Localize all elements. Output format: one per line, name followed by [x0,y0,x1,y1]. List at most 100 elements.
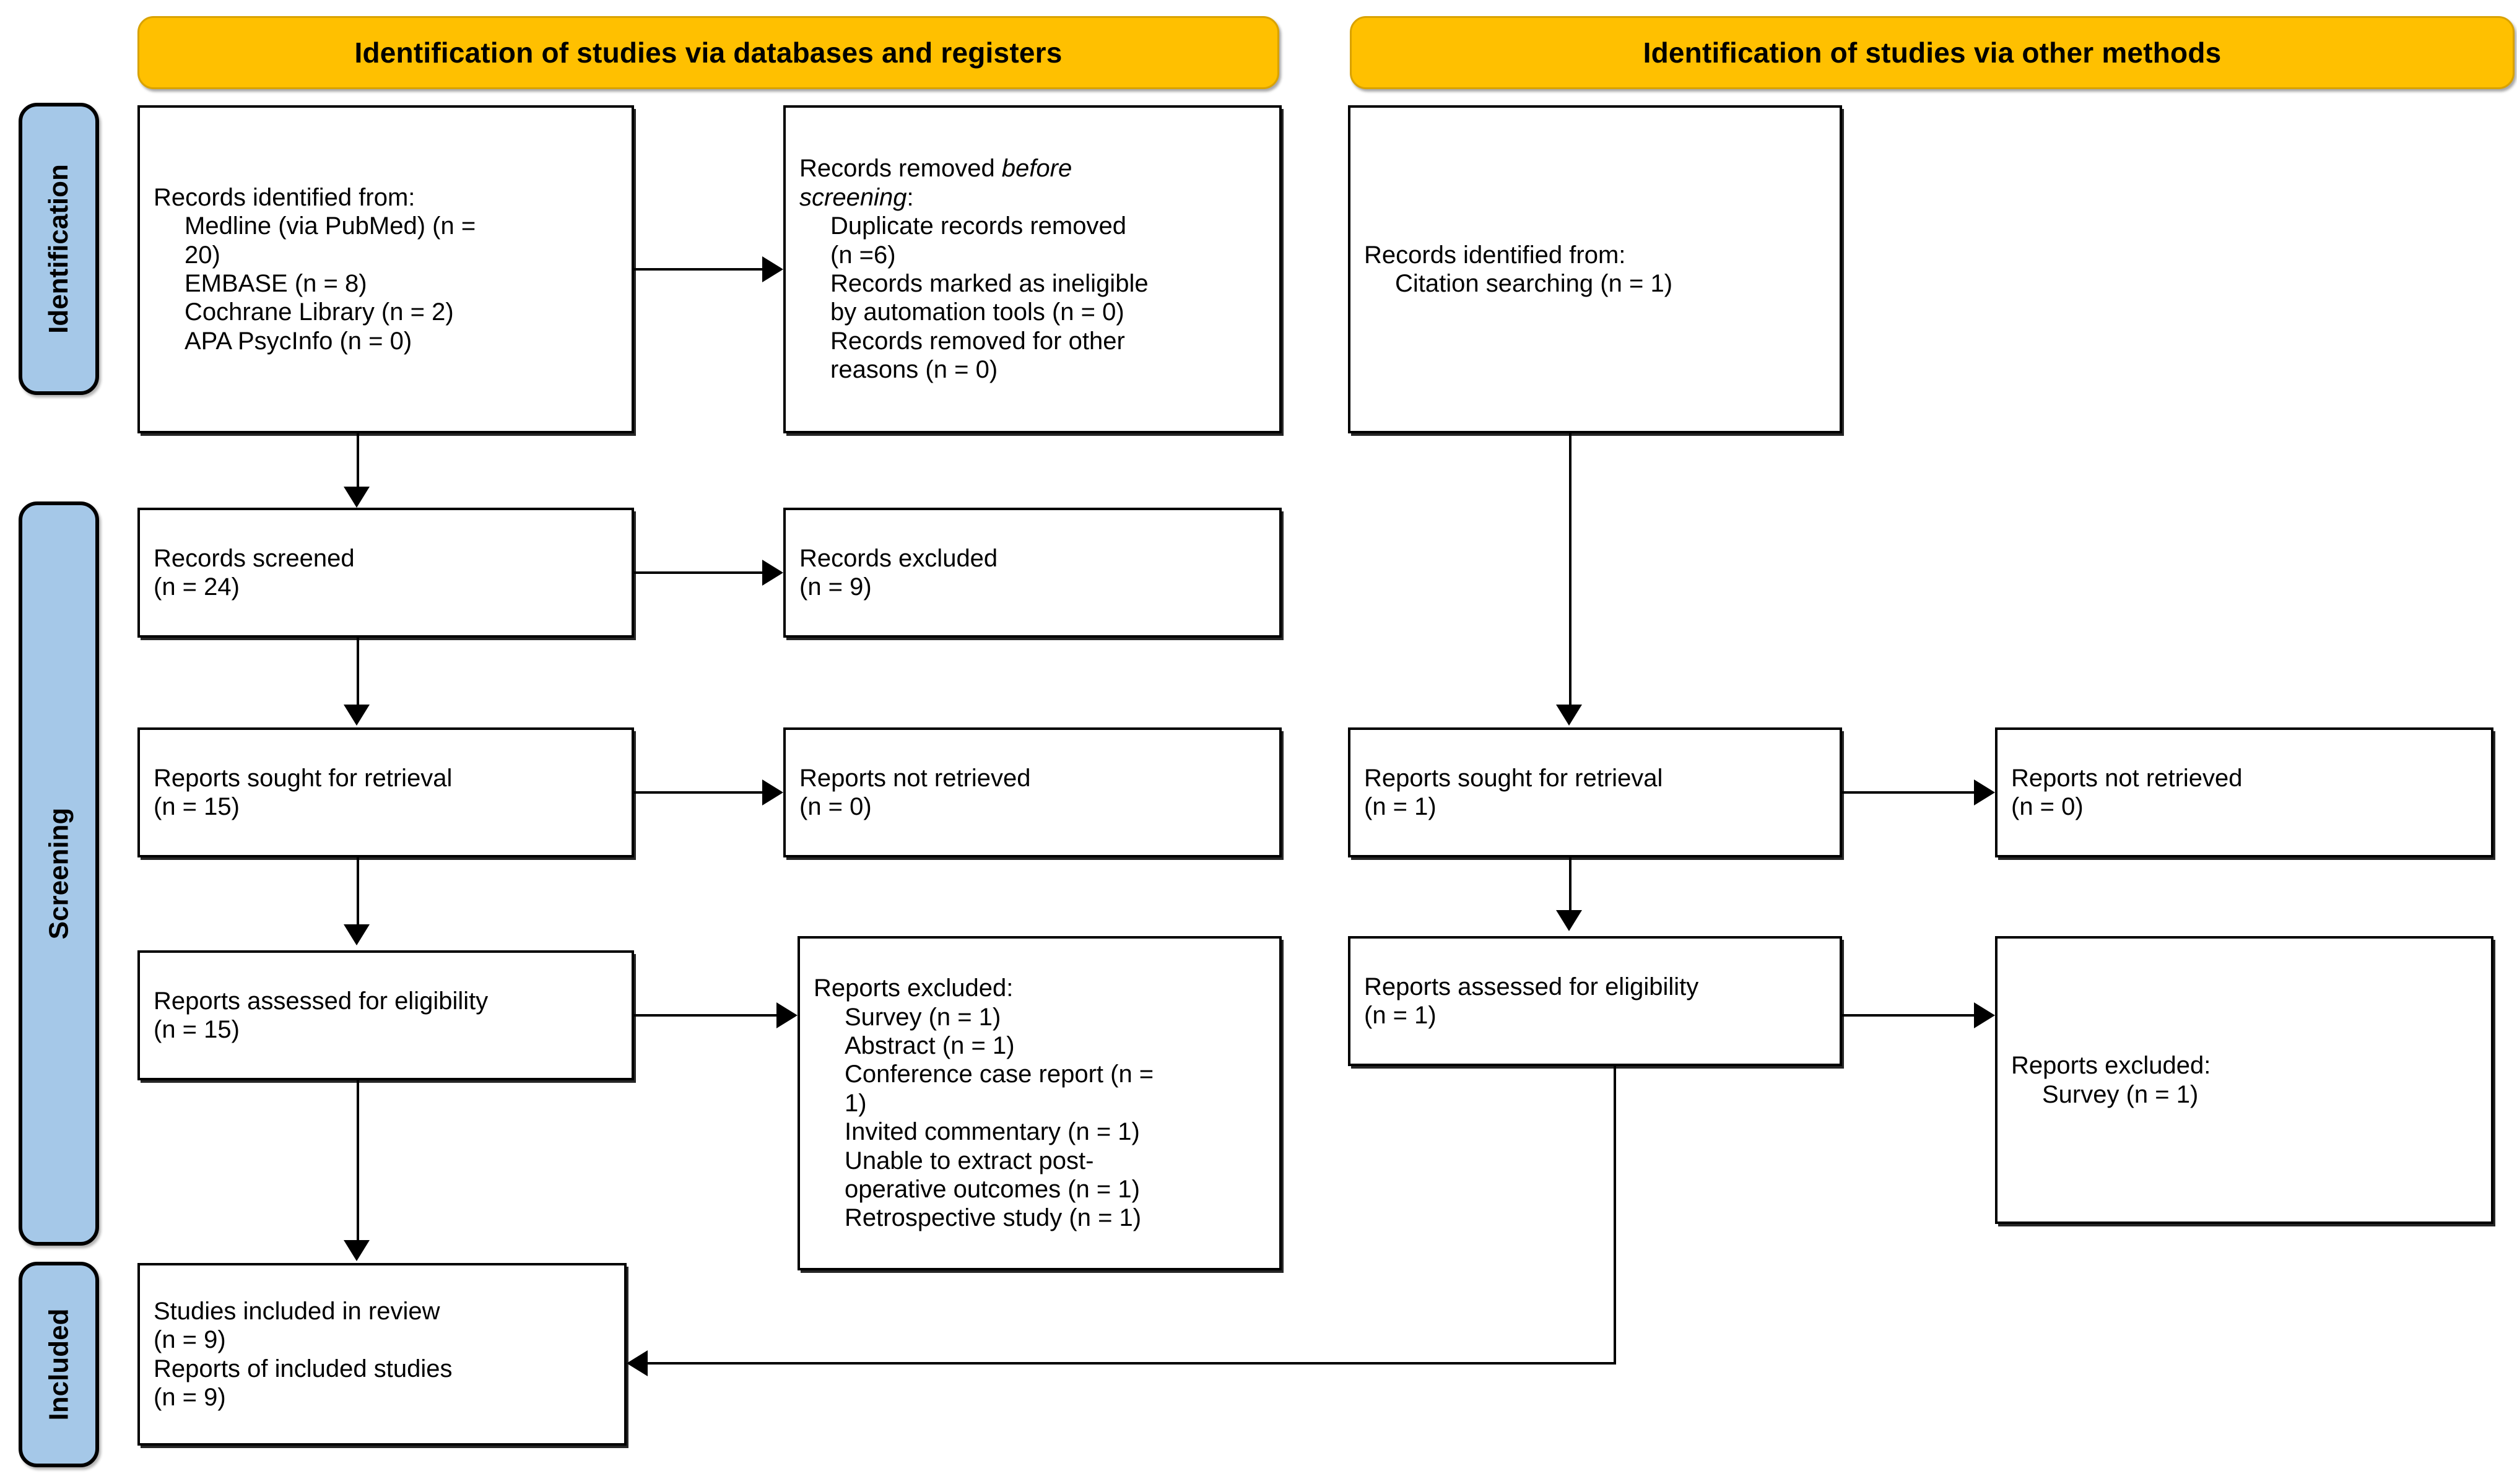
stage-label-included-text: Included [43,1308,74,1421]
connector-other-assessed-to-included-horizontal [648,1362,1616,1365]
connector-other-assessed-to-excluded [1842,1014,1974,1017]
reports-not-retrieved-label: Reports not retrieved [799,764,1031,792]
header-databases-registers-label: Identification of studies via databases … [354,37,1063,69]
reports-assessed-count: (n = 15) [154,1016,240,1043]
reports-excluded-abstract: Abstract (n = 1) [845,1032,1015,1060]
records-removed-duplicates-n: (n =6) [830,241,896,269]
box-reports-assessed-databases: Reports assessed for eligibility (n = 15… [137,950,634,1080]
records-identified-other-citation: Citation searching (n = 1) [1395,270,1673,297]
connector-sought-to-not-retrieved [634,791,762,794]
records-removed-title-c: screening [799,183,907,211]
arrowhead-sought-to-assessed [344,924,370,945]
records-screened-label: Records screened [154,544,355,572]
box-reports-not-retrieved-databases: Reports not retrieved (n = 0) [783,727,1282,857]
header-other-methods: Identification of studies via other meth… [1350,16,2515,89]
reports-not-retrieved-other-count: (n = 0) [2011,793,2084,820]
box-records-screened: Records screened (n = 24) [137,508,634,638]
stage-label-identification: Identification [19,103,99,395]
box-reports-sought-other: Reports sought for retrieval (n = 1) [1348,727,1842,857]
studies-included-label: Studies included in review [154,1297,440,1325]
reports-excluded-retrospective: Retrospective study (n = 1) [845,1204,1142,1232]
records-identified-title: Records identified from: [154,183,415,211]
reports-excluded-conference: Conference case report (n = [845,1061,1154,1088]
box-studies-included: Studies included in review (n = 9) Repor… [137,1263,627,1446]
box-reports-assessed-other: Reports assessed for eligibility (n = 1) [1348,936,1842,1066]
arrowhead-sought-to-not-retrieved [762,779,783,805]
box-reports-sought-databases: Reports sought for retrieval (n = 15) [137,727,634,857]
arrowhead-other-sought-to-assessed [1556,910,1582,931]
stage-label-screening-text: Screening [43,807,74,940]
header-databases-registers: Identification of studies via databases … [137,16,1279,89]
arrowhead-identified-to-removed [762,256,783,282]
records-removed-title-d: : [906,183,914,211]
records-identified-other-title: Records identified from: [1364,241,1626,269]
arrowhead-other-sought-to-not-retrieved [1974,779,1995,805]
box-records-removed-before-screening: Records removed before screening: Duplic… [783,105,1282,433]
reports-sought-label: Reports sought for retrieval [154,764,453,792]
records-removed-title-a: Records removed [799,155,1002,183]
connector-other-identified-to-sought [1569,433,1571,705]
connector-assessed-to-included [357,1080,359,1240]
reports-of-included-label: Reports of included studies [154,1355,453,1382]
connector-identified-to-removed [634,268,762,271]
arrowhead-identified-to-screened [344,487,370,508]
records-removed-title-line2: screening: [799,183,1266,212]
records-identified-psycinfo: APA PsycInfo (n = 0) [185,327,412,355]
records-removed-title-line1: Records removed before [799,154,1266,183]
reports-sought-count: (n = 15) [154,793,240,820]
box-records-identified-databases: Records identified from: Medline (via Pu… [137,105,634,433]
reports-of-included-count: (n = 9) [154,1383,226,1411]
reports-sought-other-count: (n = 1) [1364,793,1437,820]
reports-excluded-title: Reports excluded: [814,974,1014,1002]
arrowhead-screened-to-sought [344,705,370,726]
reports-excluded-unable-extract-cont: operative outcomes (n = 1) [845,1175,1140,1203]
header-other-methods-label: Identification of studies via other meth… [1643,37,2222,69]
connector-screened-to-excluded [634,571,762,574]
connector-screened-to-sought [357,638,359,705]
reports-excluded-other-survey: Survey (n = 1) [2042,1080,2199,1108]
connector-assessed-to-excluded [634,1014,776,1017]
records-identified-medline-cont: 20) [185,241,220,269]
reports-assessed-label: Reports assessed for eligibility [154,987,489,1015]
studies-included-count: (n = 9) [154,1326,226,1354]
box-records-excluded: Records excluded (n = 9) [783,508,1282,638]
records-removed-other: Records removed for other [830,327,1125,355]
reports-excluded-commentary: Invited commentary (n = 1) [845,1118,1140,1146]
box-reports-excluded-other: Reports excluded: Survey (n = 1) [1995,936,2493,1224]
arrowhead-other-assessed-to-included [627,1350,648,1376]
stage-label-included: Included [19,1262,99,1467]
records-removed-title-b: before [1001,155,1072,183]
records-screened-count: (n = 24) [154,573,240,601]
connector-other-sought-to-assessed [1569,857,1571,910]
records-excluded-label: Records excluded [799,544,998,572]
reports-not-retrieved-other-label: Reports not retrieved [2011,764,2243,792]
connector-other-assessed-to-included-vertical [1614,1066,1616,1365]
connector-sought-to-assessed [357,857,359,924]
connector-other-sought-to-not-retrieved [1842,791,1974,794]
box-reports-not-retrieved-other: Reports not retrieved (n = 0) [1995,727,2493,857]
reports-excluded-conference-cont: 1) [845,1089,867,1117]
box-reports-excluded-databases: Reports excluded: Survey (n = 1) Abstrac… [798,936,1282,1270]
records-identified-embase: EMBASE (n = 8) [185,270,367,297]
box-records-identified-other: Records identified from: Citation search… [1348,105,1842,433]
records-removed-other-n: reasons (n = 0) [830,356,998,384]
records-identified-cochrane: Cochrane Library (n = 2) [185,298,454,326]
arrowhead-screened-to-excluded [762,560,783,586]
records-identified-medline: Medline (via PubMed) (n = [185,212,476,240]
reports-sought-other-label: Reports sought for retrieval [1364,764,1663,792]
arrowhead-assessed-to-included [344,1240,370,1261]
reports-excluded-survey: Survey (n = 1) [845,1003,1001,1031]
records-removed-duplicates: Duplicate records removed [830,212,1126,240]
connector-identified-to-screened [357,433,359,487]
arrowhead-assessed-to-excluded [776,1002,798,1028]
records-removed-automation: by automation tools (n = 0) [830,298,1124,326]
stage-label-screening: Screening [19,501,99,1246]
arrowhead-other-assessed-to-excluded [1974,1002,1995,1028]
records-excluded-count: (n = 9) [799,573,872,601]
reports-excluded-unable-extract: Unable to extract post- [845,1147,1094,1174]
arrowhead-other-identified-to-sought [1556,705,1582,726]
stage-label-identification-text: Identification [43,164,74,334]
records-removed-ineligible: Records marked as ineligible [830,270,1149,297]
reports-assessed-other-label: Reports assessed for eligibility [1364,973,1699,1000]
